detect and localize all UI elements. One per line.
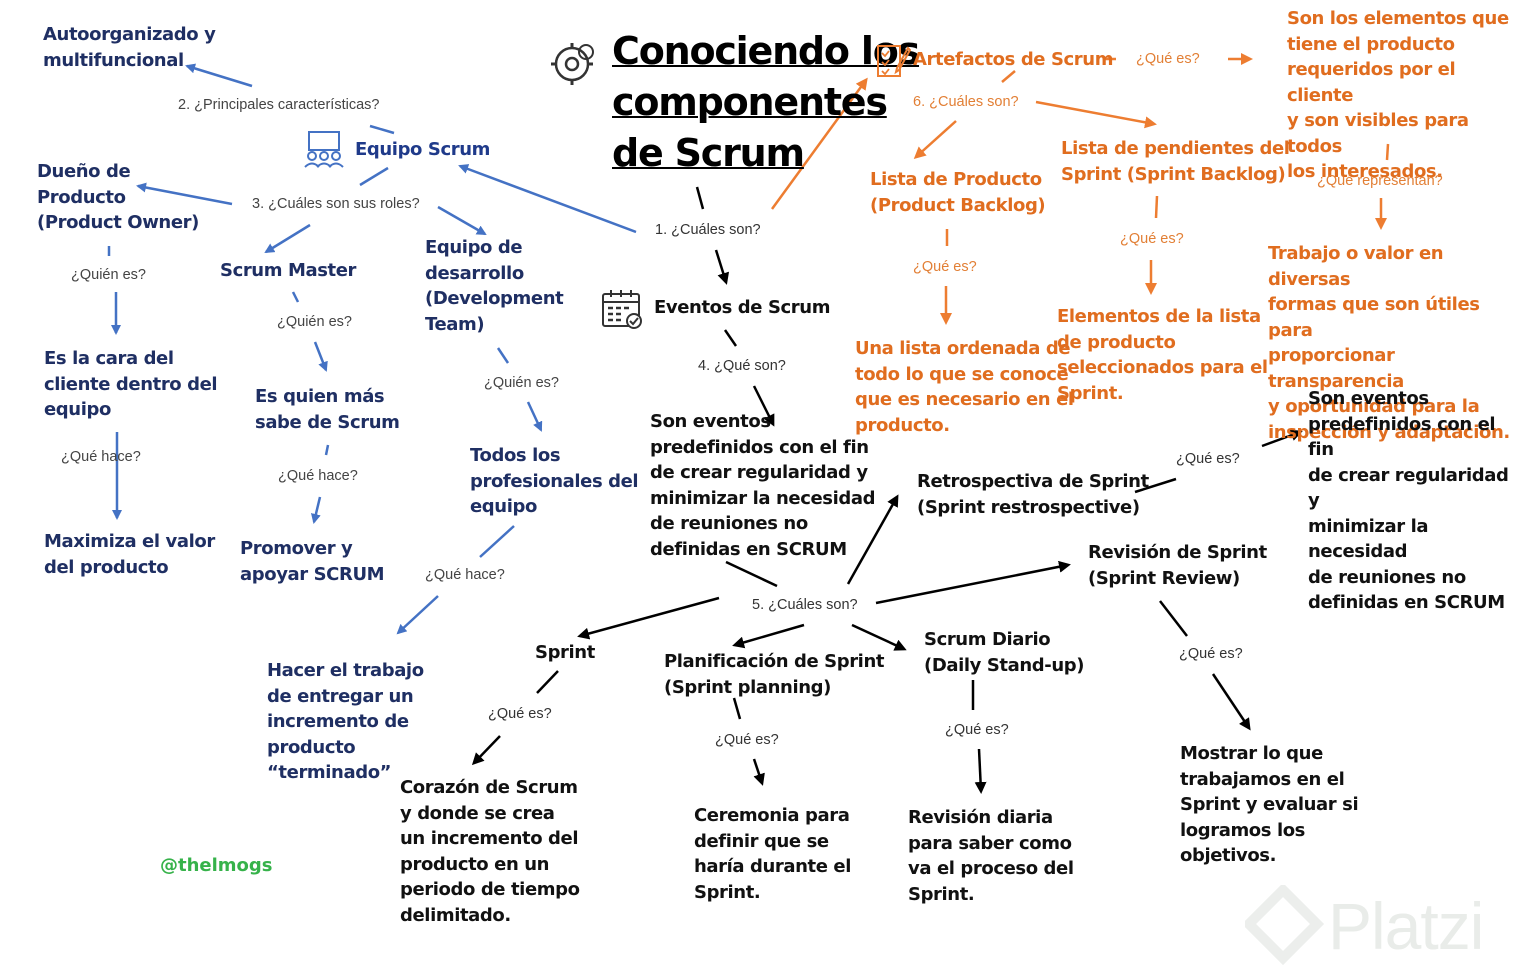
sm-who: Es quien más sabe de Scrum [255, 386, 400, 433]
sm-q-who: ¿Quién es? [277, 314, 352, 330]
artifact-connectors [770, 53, 1390, 325]
sb-label: Lista de pendientes del Sprint (Sprint B… [1061, 138, 1290, 185]
sm-does: Promover y apoyar SCRUM [240, 538, 385, 585]
dev-q-does: ¿Qué hace? [425, 567, 505, 583]
artifacts-q-represent: ¿Qué representan? [1317, 173, 1443, 189]
daily-what: Revisión diaria para saber como va el pr… [908, 807, 1074, 905]
retro-what: Son eventos predefinidos con el fin de c… [1308, 388, 1509, 613]
planning-what: Ceremonia para definir que se haría dura… [694, 805, 852, 903]
review-what: Mostrar lo que trabajamos en el Sprint y… [1180, 743, 1359, 866]
calendar-check-icon [600, 288, 644, 335]
retro-label: Retrospectiva de Sprint (Sprint restrosp… [917, 471, 1149, 518]
po-does: Maximiza el valor del producto [44, 531, 215, 578]
dev-q-who: ¿Quién es? [484, 375, 559, 391]
planning-q-what: ¿Qué es? [715, 732, 779, 748]
page-title: Conociendo los componentes de Scrum [612, 29, 920, 175]
sprint-q-what: ¿Qué es? [488, 706, 552, 722]
po-label: Dueño de Producto (Product Owner) [37, 161, 199, 233]
artifacts-label: Artefactos de Scrum [913, 49, 1114, 70]
events-what: Son eventos predefinidos con el fin de c… [650, 411, 876, 560]
watermark-text: Platzi [1328, 889, 1484, 963]
gears-icon [550, 40, 598, 91]
retro-q-what: ¿Qué es? [1176, 451, 1240, 467]
pb-what: Una lista ordenada de todo lo que se con… [855, 338, 1074, 436]
po-who: Es la cara del cliente dentro del equipo [44, 348, 218, 420]
artifacts-q-which: 6. ¿Cuáles son? [913, 94, 1019, 110]
team-connectors [107, 63, 637, 635]
team-characteristic: Autoorganizado y multifuncional [43, 24, 216, 71]
pb-label: Lista de Producto (Product Backlog) [870, 169, 1046, 216]
po-q-does: ¿Qué hace? [61, 449, 141, 465]
team-q-characteristics: 2. ¿Principales características? [178, 97, 380, 113]
events-q-which: 5. ¿Cuáles son? [752, 597, 858, 613]
team-q-roles: 3. ¿Cuáles son sus roles? [252, 196, 420, 212]
sprint-what: Corazón de Scrum y donde se crea un incr… [400, 777, 580, 926]
dev-label: Equipo de desarrollo (Development Team) [425, 237, 564, 335]
platzi-logo-icon [1245, 885, 1325, 966]
review-label: Revisión de Sprint (Sprint Review) [1088, 542, 1267, 589]
checklist-icon [875, 42, 912, 83]
sm-q-does: ¿Qué hace? [278, 468, 358, 484]
events-q-what: 4. ¿Qué son? [698, 358, 786, 374]
sprint-label: Sprint [535, 642, 595, 663]
sm-label: Scrum Master [220, 260, 357, 281]
planning-label: Planificación de Sprint (Sprint planning… [664, 651, 885, 698]
hub-question: 1. ¿Cuáles son? [655, 222, 761, 238]
review-q-what: ¿Qué es? [1179, 646, 1243, 662]
sb-what: Elementos de la lista de producto selecc… [1057, 306, 1268, 404]
artifacts-q-what: ¿Qué es? [1136, 51, 1200, 67]
daily-q-what: ¿Qué es? [945, 722, 1009, 738]
artifacts-what: Son los elementos que tiene el producto … [1287, 8, 1509, 182]
dev-does: Hacer el trabajo de entregar un incremen… [267, 660, 424, 783]
dev-who: Todos los profesionales del equipo [470, 445, 639, 517]
events-label: Eventos de Scrum [654, 297, 831, 318]
event-connectors [471, 186, 1303, 794]
artifacts-represent: Trabajo o valor en diversas formas que s… [1268, 243, 1510, 443]
daily-label: Scrum Diario (Daily Stand-up) [924, 629, 1085, 676]
team-label: Equipo Scrum [355, 139, 490, 160]
pb-q-what: ¿Qué es? [913, 259, 977, 275]
sb-q-what: ¿Qué es? [1120, 231, 1184, 247]
author-handle: @thelmogs [160, 855, 273, 876]
team-meeting-icon [303, 130, 345, 173]
po-q-who: ¿Quién es? [71, 267, 146, 283]
